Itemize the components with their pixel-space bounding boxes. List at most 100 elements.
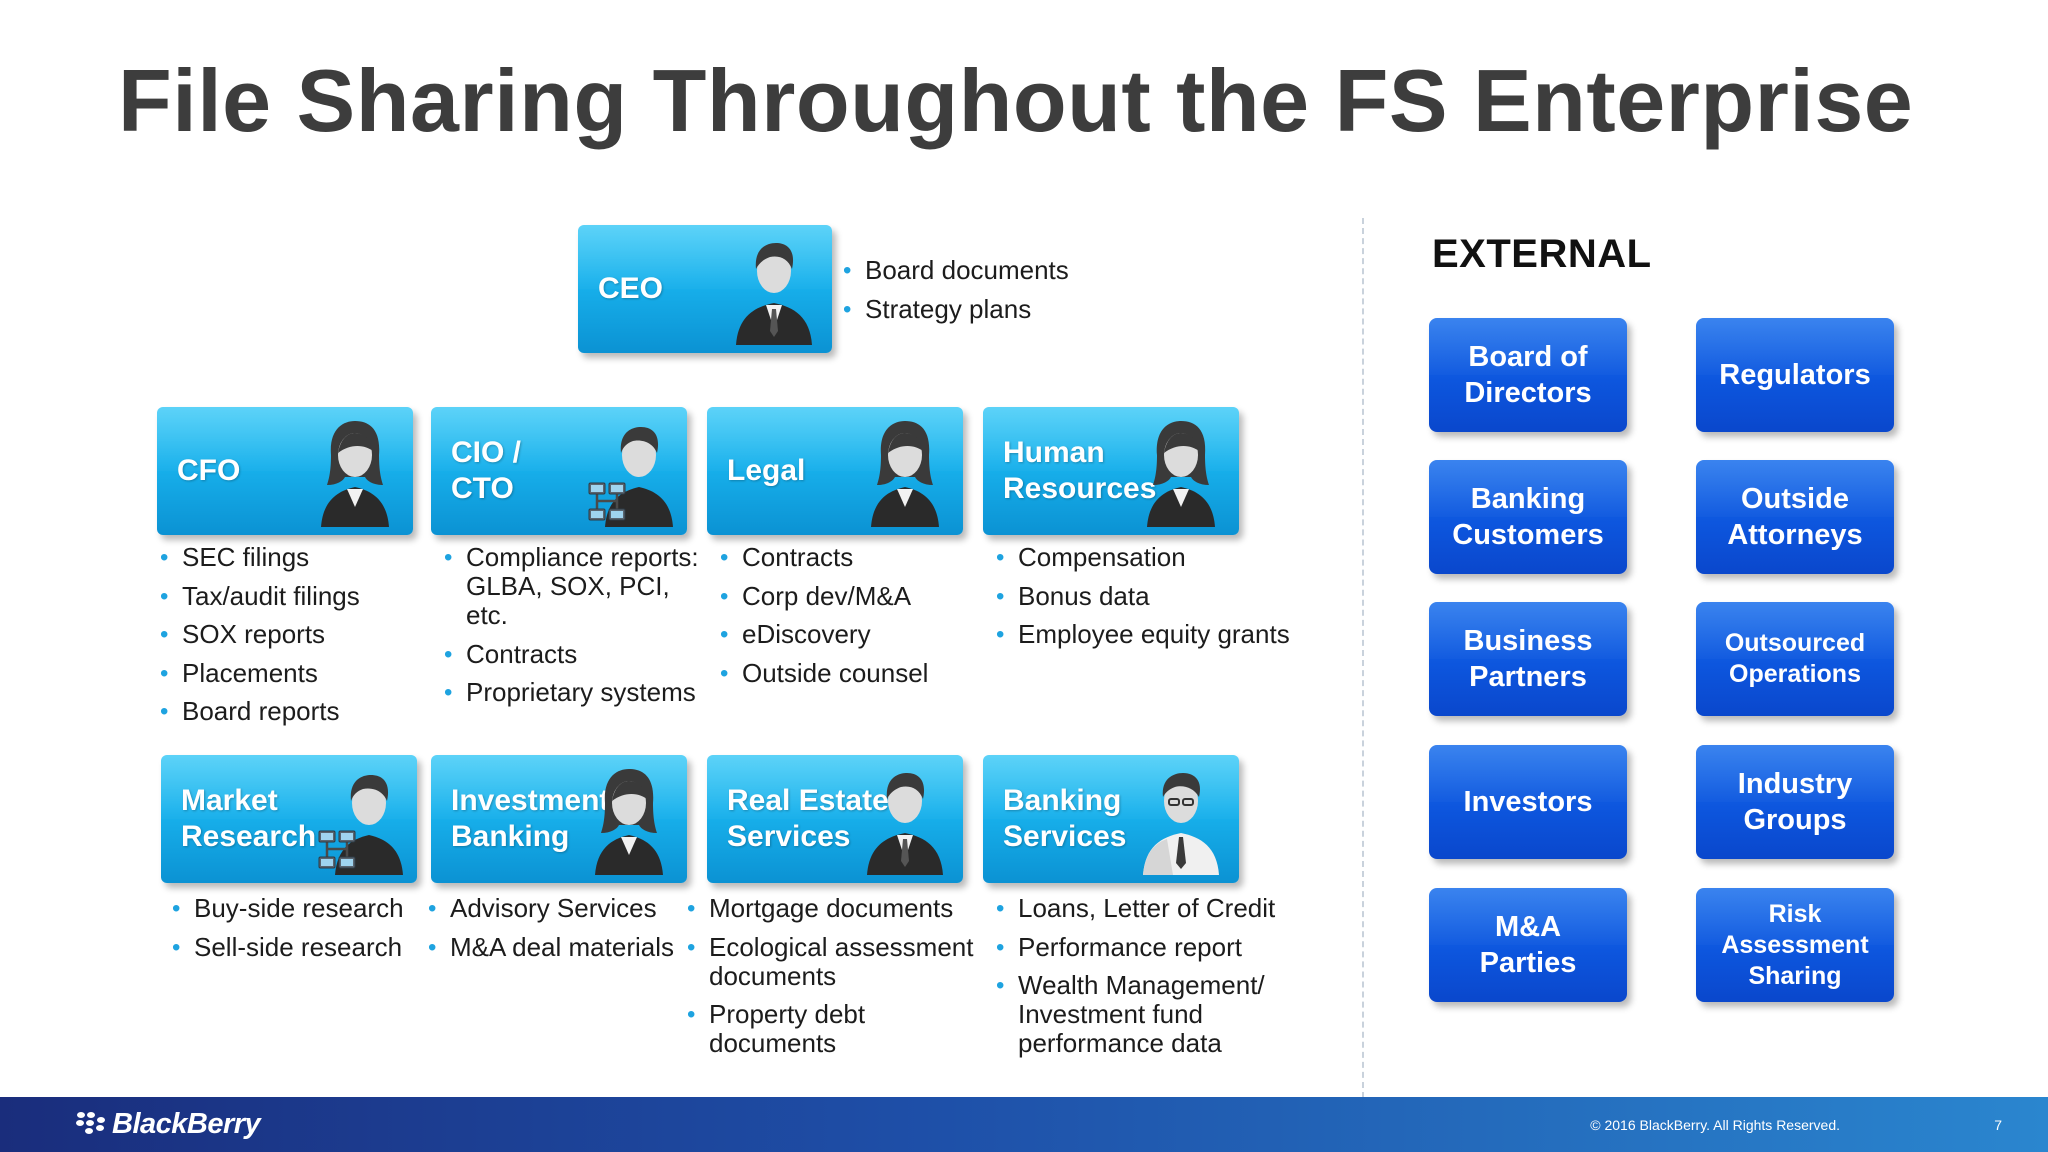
box-gloss — [1696, 318, 1894, 375]
banking-services-label: Banking Services — [1003, 784, 1127, 853]
box-gloss — [1696, 888, 1894, 945]
external-m-a-parties-box: M&A Parties — [1429, 888, 1627, 1002]
banking-services-file-list: Loans, Letter of CreditPerformance repor… — [996, 894, 1296, 1068]
list-item: Contracts — [444, 639, 706, 669]
investment-banking-label: Investment Banking — [451, 784, 610, 853]
human-resources-label: Human Resources — [1003, 436, 1157, 505]
box-gloss — [1696, 602, 1894, 659]
list-item: Compensation — [996, 543, 1306, 573]
businessman-icon — [736, 243, 812, 345]
real-estate-services-box: Real Estate Services — [707, 755, 963, 883]
external-label: Business Partners — [1463, 625, 1593, 693]
businessman-icon — [867, 773, 943, 875]
slide-title: File Sharing Throughout the FS Enterpris… — [118, 51, 1914, 150]
list-item: Tax/audit filings — [160, 581, 422, 611]
businesswoman-icon — [595, 769, 663, 875]
section-divider — [1362, 218, 1364, 1098]
list-item: Loans, Letter of Credit — [996, 894, 1296, 924]
list-item: SOX reports — [160, 620, 422, 650]
list-item: Wealth Management/ Investment fund perfo… — [996, 971, 1296, 1058]
external-label: Investors — [1463, 786, 1593, 818]
list-item: Strategy plans — [843, 294, 1123, 324]
blackberry-logo: BlackBerry — [76, 1107, 261, 1141]
investment-banking-box: Investment Banking — [431, 755, 687, 883]
list-item: Board reports — [160, 697, 422, 727]
businesswoman-icon — [1147, 421, 1215, 527]
list-item: Contracts — [720, 543, 982, 573]
blackberry-logo-icon — [76, 1112, 105, 1134]
list-item: Proprietary systems — [444, 678, 706, 708]
external-label: Outsourced Operations — [1724, 629, 1866, 688]
external-label: Banking Customers — [1452, 483, 1604, 551]
box-gloss — [1696, 460, 1894, 517]
external-business-partners-box: Business Partners — [1429, 602, 1627, 716]
list-item: Sell-side research — [172, 932, 434, 962]
human-resources-box: Human Resources — [983, 407, 1239, 535]
logo-text: BlackBerry — [112, 1107, 261, 1140]
ceo-label: CEO — [598, 272, 664, 305]
external-board-of-directors-box: Board of Directors — [1429, 318, 1627, 432]
external-heading: EXTERNAL — [1432, 232, 1652, 276]
list-item: Bonus data — [996, 581, 1306, 611]
list-item: Outside counsel — [720, 658, 982, 688]
external-label: M&A Parties — [1479, 911, 1577, 979]
real-estate-services-label: Real Estate Services — [727, 784, 889, 853]
list-item: Employee equity grants — [996, 620, 1306, 650]
external-risk-assessment-sharing-box: Risk Assessment Sharing — [1696, 888, 1894, 1002]
copyright-text: © 2016 BlackBerry. All Rights Reserved. — [1590, 1117, 1840, 1133]
list-item: eDiscovery — [720, 620, 982, 650]
list-item: Ecological assessment documents — [687, 932, 997, 991]
box-gloss — [1429, 745, 1627, 802]
list-item: Board documents — [843, 256, 1123, 286]
market-research-label: Market Research — [181, 784, 317, 853]
legal-file-list: ContractsCorp dev/M&A eDiscoveryOutside c… — [720, 543, 982, 697]
businesswoman-icon — [321, 421, 389, 527]
cio-cto-box: CIO / CTO — [431, 407, 687, 535]
external-label: Board of Directors — [1464, 341, 1592, 409]
human-resources-file-list: CompensationBonus dataEmployee equity gr… — [996, 543, 1306, 659]
list-item: SEC filings — [160, 543, 422, 573]
page-number: 7 — [1994, 1117, 2002, 1133]
box-gloss — [1429, 460, 1627, 517]
external-investors-box: Investors — [1429, 745, 1627, 859]
banker-icon — [1143, 773, 1219, 875]
external-label: Risk Assessment Sharing — [1721, 899, 1869, 990]
cio-cto-label: CIO / CTO — [451, 436, 522, 505]
list-item: Performance report — [996, 932, 1296, 962]
network-person-icon — [588, 427, 673, 527]
investment-banking-file-list: Advisory ServicesM&A deal materials — [428, 894, 690, 971]
box-gloss — [1429, 602, 1627, 659]
cfo-box: CFO — [157, 407, 413, 535]
external-banking-customers-box: Banking Customers — [1429, 460, 1627, 574]
list-item: Property debt documents — [687, 1000, 997, 1058]
external-label: Industry Groups — [1737, 768, 1853, 836]
legal-box: Legal — [707, 407, 963, 535]
list-item: Compliance reports: GLBA, SOX, PCI, etc. — [444, 543, 706, 630]
list-item: Corp dev/M&A — [720, 581, 982, 611]
list-item: Mortgage documents — [687, 894, 997, 924]
list-item: M&A deal materials — [428, 932, 690, 962]
external-label: Regulators — [1719, 359, 1871, 391]
external-industry-groups-box: Industry Groups — [1696, 745, 1894, 859]
network-person-icon — [318, 775, 403, 875]
box-gloss — [1696, 745, 1894, 802]
cio-cto-file-list: Compliance reports: GLBA, SOX, PCI, etc.… — [444, 543, 706, 717]
external-label: Outside Attorneys — [1727, 483, 1863, 551]
external-regulators-box: Regulators — [1696, 318, 1894, 432]
legal-label: Legal — [727, 454, 806, 487]
market-research-file-list: Buy-side researchSell-side research — [172, 894, 434, 971]
businesswoman-icon — [871, 421, 939, 527]
ceo-file-list: Board documentsStrategy plans — [843, 256, 1123, 333]
ceo-box: CEO — [578, 225, 832, 353]
box-gloss — [1429, 888, 1627, 945]
cfo-label: CFO — [177, 454, 241, 487]
list-item: Placements — [160, 658, 422, 688]
box-gloss — [1429, 318, 1627, 375]
footer-bar: BlackBerry © 2016 BlackBerry. All Rights… — [0, 1097, 2048, 1152]
banking-services-box: Banking Services — [983, 755, 1239, 883]
cfo-file-list: SEC filingsTax/audit filingsSOX reportsP… — [160, 543, 422, 736]
real-estate-services-file-list: Mortgage documentsEcological assessment … — [687, 894, 997, 1068]
market-research-box: Market Research — [161, 755, 417, 883]
list-item: Advisory Services — [428, 894, 690, 924]
external-outside-attorneys-box: Outside Attorneys — [1696, 460, 1894, 574]
